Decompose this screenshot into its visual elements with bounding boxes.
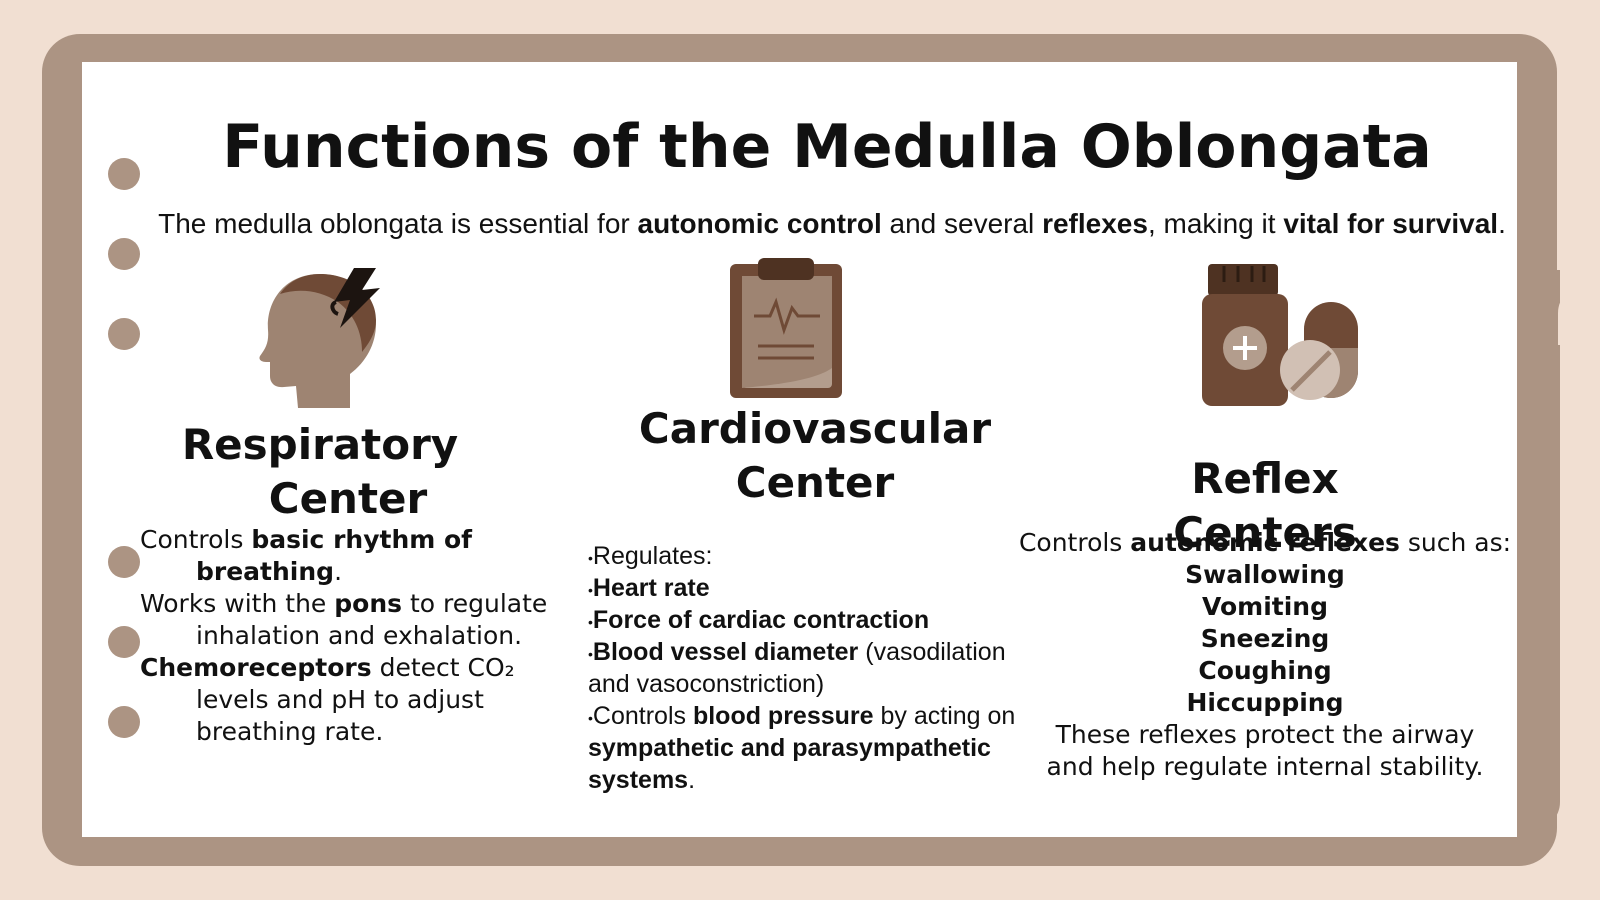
binder-hole xyxy=(108,318,140,350)
cardiovascular-point: •Regulates: xyxy=(588,542,713,570)
reflex-item: Sneezing xyxy=(1200,624,1330,653)
reflex-item: Coughing xyxy=(1198,656,1332,685)
cardiovascular-point: •Heart rate xyxy=(588,574,710,602)
notebook-page xyxy=(82,62,1517,837)
clipboard-heartbeat-icon xyxy=(730,258,842,398)
cardiovascular-point: •Force of cardiac contraction xyxy=(588,606,930,634)
reflex-body: Controls autonomic reflexes such as: Swa… xyxy=(1010,527,1520,783)
binder-hole xyxy=(108,238,140,270)
head-lightning-icon xyxy=(259,268,380,408)
frame-tab xyxy=(1520,270,1560,830)
reflex-item: Swallowing xyxy=(1185,560,1345,589)
binder-hole xyxy=(108,626,140,658)
reflex-item: Hiccupping xyxy=(1186,688,1344,717)
medicine-bottle-pills-icon xyxy=(1202,264,1358,406)
intro-text: The medulla oblongata is essential for a… xyxy=(158,208,1506,239)
frame-notch xyxy=(1558,285,1600,345)
reflex-title: Reflex Centers xyxy=(1173,454,1357,557)
reflex-intro: Controls autonomic reflexes such as: xyxy=(1018,528,1512,557)
respiratory-body: Controls basic rhythm of breathing. Work… xyxy=(140,524,560,748)
reflex-closing: These reflexes protect the airway and he… xyxy=(1046,720,1484,781)
page-title: Functions of the Medulla Oblongata xyxy=(222,112,1432,182)
respiratory-point: Works with the pons to regulate inhalati… xyxy=(140,589,548,650)
binder-hole xyxy=(108,706,140,738)
respiratory-point: Controls basic rhythm of breathing. xyxy=(140,525,473,586)
cardiovascular-point: •Controls blood pressure by acting on sy… xyxy=(588,702,1016,794)
binder-hole xyxy=(108,546,140,578)
cardiovascular-point: •Blood vessel diameter (vasodilation and… xyxy=(588,638,1006,698)
cardiovascular-body: •Regulates: •Heart rate •Force of cardia… xyxy=(588,540,1048,796)
reflex-item: Vomiting xyxy=(1202,592,1328,621)
respiratory-point: Chemoreceptors detect CO₂ levels and pH … xyxy=(140,653,515,746)
binder-hole xyxy=(108,158,140,190)
